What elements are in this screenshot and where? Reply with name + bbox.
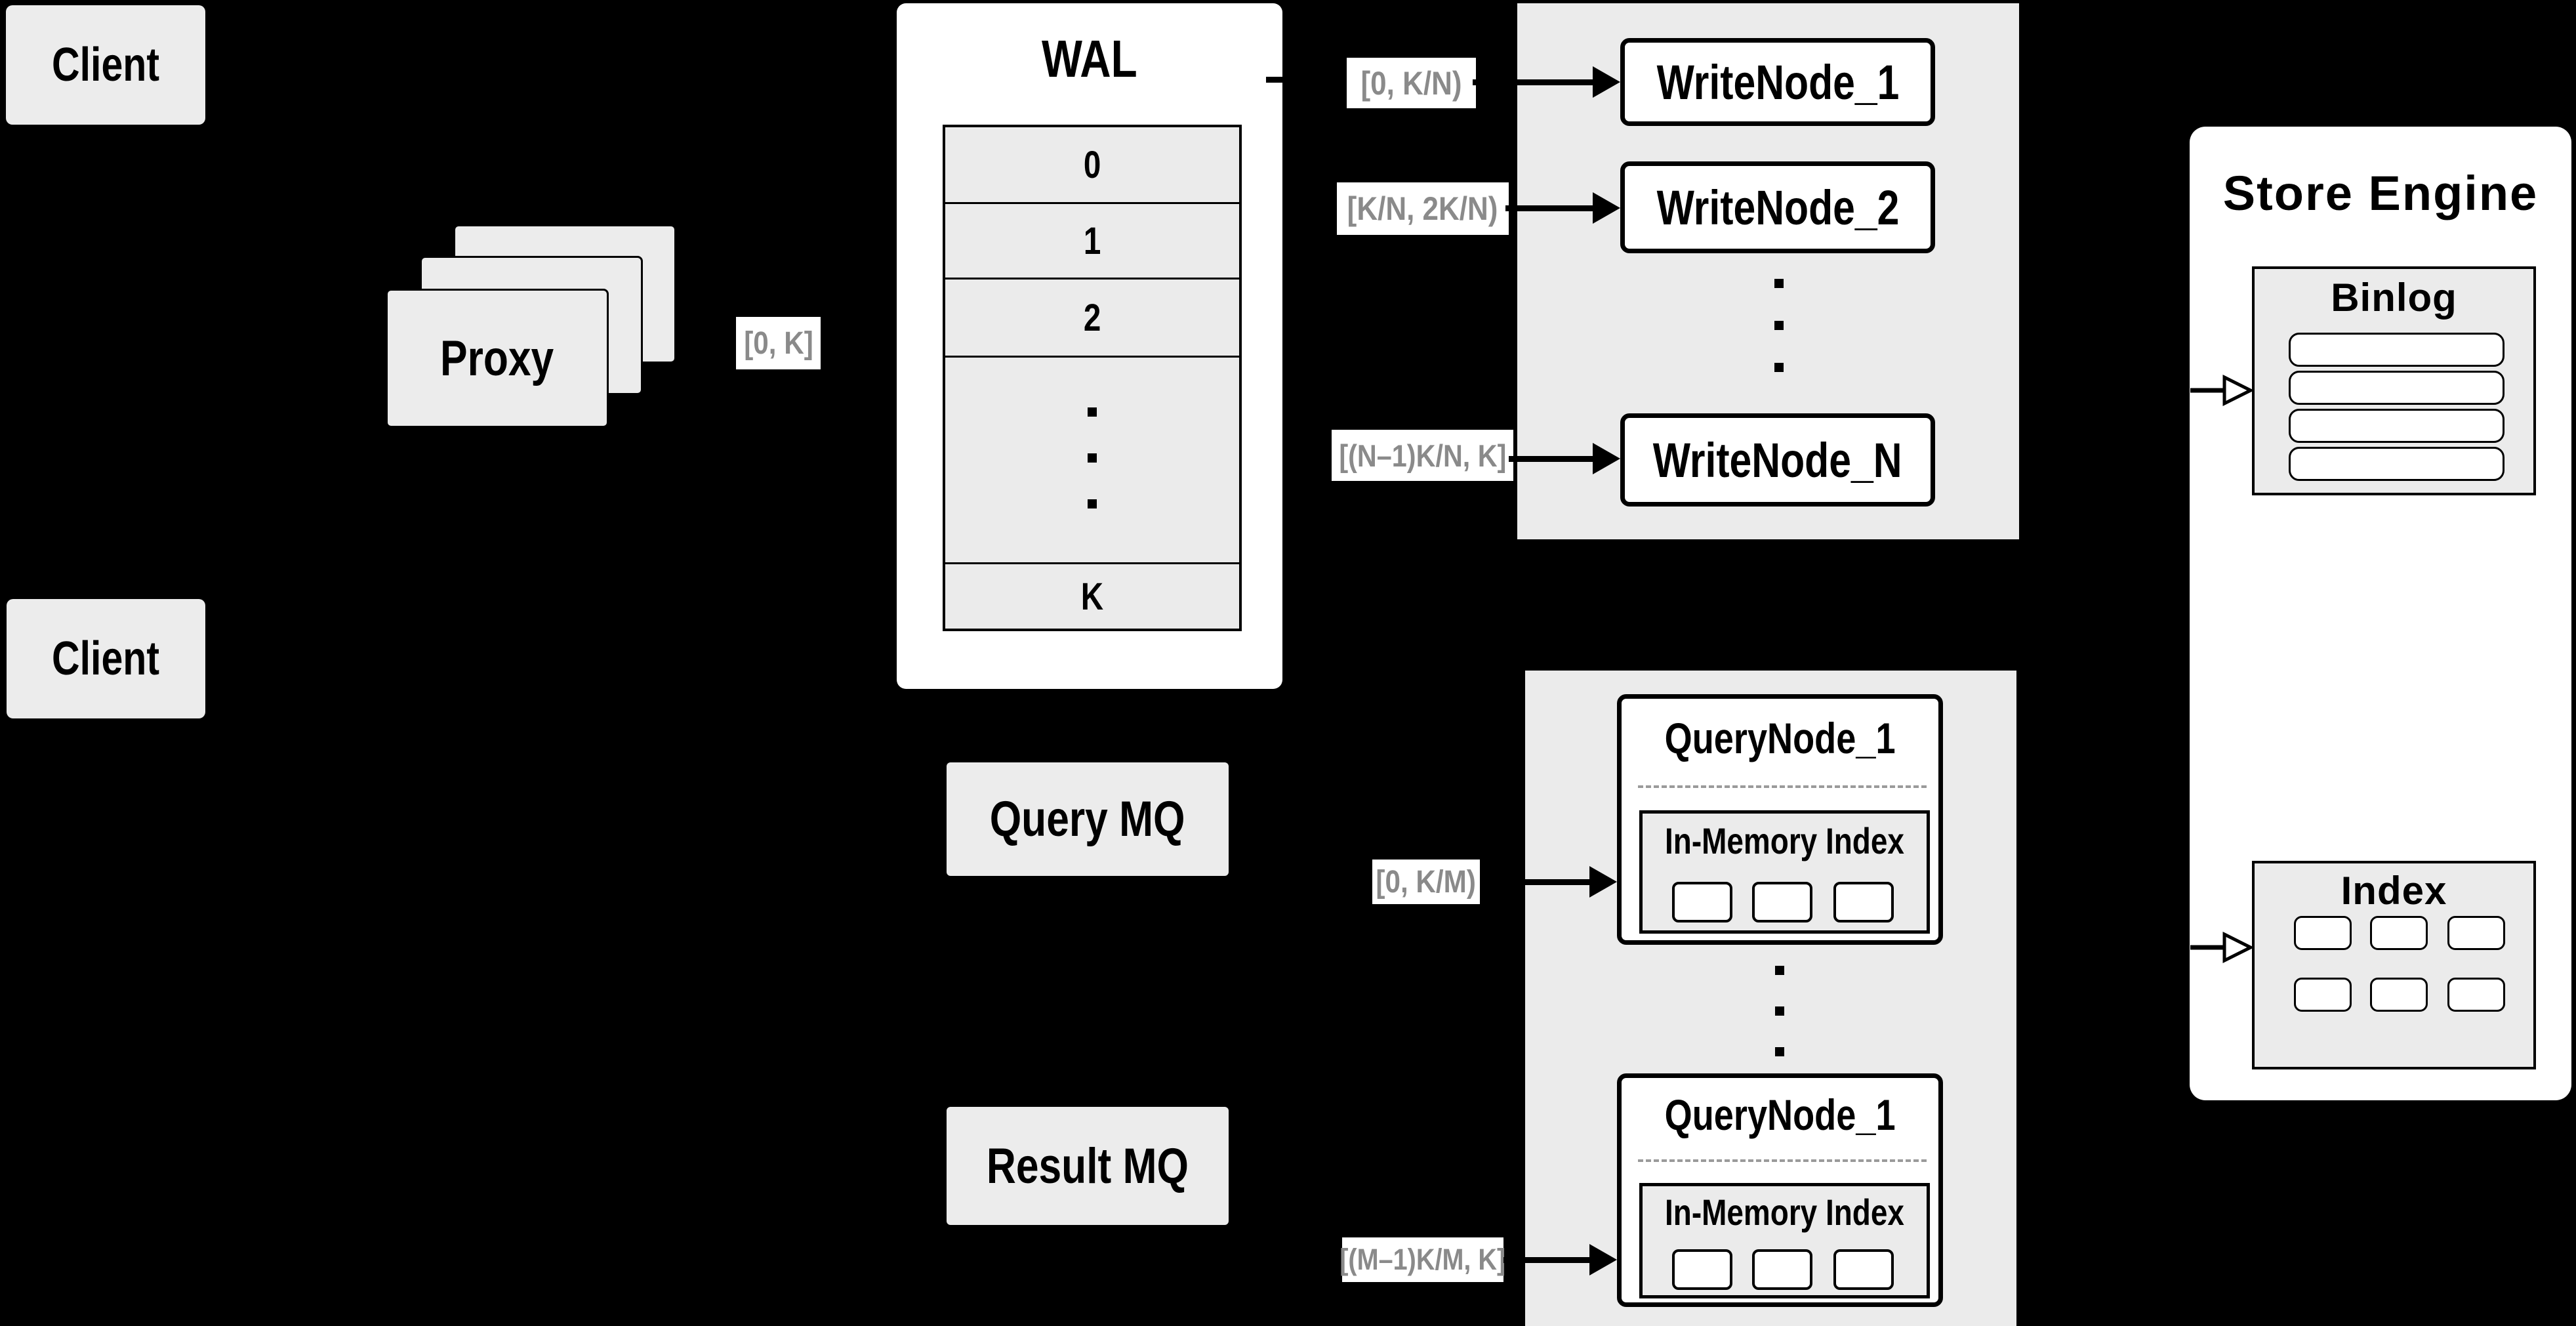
memory-segment bbox=[1672, 882, 1732, 922]
in-memory-index-box-1: In-Memory Index bbox=[1639, 810, 1930, 934]
memory-segment bbox=[1672, 1249, 1732, 1290]
result-mq-label: Result MQ bbox=[986, 1138, 1189, 1194]
index-cell bbox=[2447, 978, 2505, 1012]
query-mq-box: Query MQ bbox=[947, 762, 1229, 876]
client-box-top: Client bbox=[6, 5, 205, 125]
proxy-label: Proxy bbox=[440, 330, 554, 386]
write-node-1: WriteNode_1 bbox=[1620, 38, 1935, 126]
wal-row-k: K bbox=[1080, 575, 1104, 618]
proxy-range-label: [0, K] bbox=[736, 317, 821, 369]
wal-row-ellipsis bbox=[945, 358, 1239, 564]
binlog-segment bbox=[2289, 333, 2504, 367]
memory-segment bbox=[1833, 1249, 1894, 1290]
index-title: Index bbox=[2341, 868, 2447, 913]
memory-segment bbox=[1833, 882, 1894, 922]
query-node-divider bbox=[1638, 785, 1927, 788]
client-top-label: Client bbox=[51, 39, 159, 91]
query-mq-label: Query MQ bbox=[990, 791, 1185, 847]
binlog-segment bbox=[2289, 371, 2504, 405]
in-memory-index-box-2: In-Memory Index bbox=[1639, 1183, 1930, 1298]
memory-segment bbox=[1752, 1249, 1812, 1290]
wal-row-0: 0 bbox=[945, 127, 1239, 204]
query-range-label-m: [(M–1)K/M, K] bbox=[1340, 1237, 1505, 1282]
write-range-label-1: [0, K/N) bbox=[1347, 58, 1476, 108]
in-memory-index-title-2: In-Memory Index bbox=[1665, 1191, 1904, 1233]
query-node-2-title: QueryNode_1 bbox=[1664, 1090, 1896, 1139]
index-cell bbox=[2447, 916, 2505, 950]
client-box-bottom: Client bbox=[7, 599, 205, 718]
wal-row-2: 2 bbox=[945, 280, 1239, 358]
write-range-label-2: [K/N, 2K/N) bbox=[1337, 182, 1509, 235]
index-cell bbox=[2294, 978, 2352, 1012]
wal-connector-stub bbox=[1266, 77, 1284, 83]
client-bottom-label: Client bbox=[52, 632, 160, 685]
binlog-segment bbox=[2289, 447, 2504, 481]
binlog-title: Binlog bbox=[2331, 275, 2457, 320]
in-memory-index-title-1: In-Memory Index bbox=[1665, 819, 1904, 861]
arrow-to-binlog bbox=[2190, 374, 2253, 407]
binlog-segment bbox=[2289, 409, 2504, 443]
query-range-label-1: [0, K/M) bbox=[1372, 860, 1480, 904]
store-engine-title: Store Engine bbox=[2222, 165, 2539, 220]
write-node-2: WriteNode_2 bbox=[1620, 161, 1935, 253]
index-cell bbox=[2370, 978, 2428, 1012]
query-node-2: QueryNode_1 In-Memory Index bbox=[1617, 1073, 1943, 1307]
ellipsis-vertical-icon bbox=[1088, 407, 1097, 512]
wal-row-1: 1 bbox=[945, 204, 1239, 280]
arrow-to-index bbox=[2190, 931, 2253, 964]
memory-segment bbox=[1752, 882, 1812, 922]
query-node-1: QueryNode_1 In-Memory Index bbox=[1617, 694, 1943, 945]
wal-title: WAL bbox=[1042, 30, 1137, 88]
query-node-1-title: QueryNode_1 bbox=[1664, 714, 1896, 762]
query-node-divider bbox=[1638, 1159, 1927, 1162]
index-box: Index bbox=[2252, 861, 2536, 1069]
write-node-n: WriteNode_N bbox=[1620, 413, 1935, 507]
index-cell bbox=[2294, 916, 2352, 950]
proxy-card-front: Proxy bbox=[386, 289, 609, 428]
wal-table: 0 1 2 K bbox=[943, 125, 1242, 631]
binlog-box: Binlog bbox=[2252, 266, 2536, 495]
result-mq-box: Result MQ bbox=[947, 1107, 1229, 1225]
write-range-label-n: [(N–1)K/N, K] bbox=[1332, 430, 1513, 481]
index-cell bbox=[2370, 916, 2428, 950]
